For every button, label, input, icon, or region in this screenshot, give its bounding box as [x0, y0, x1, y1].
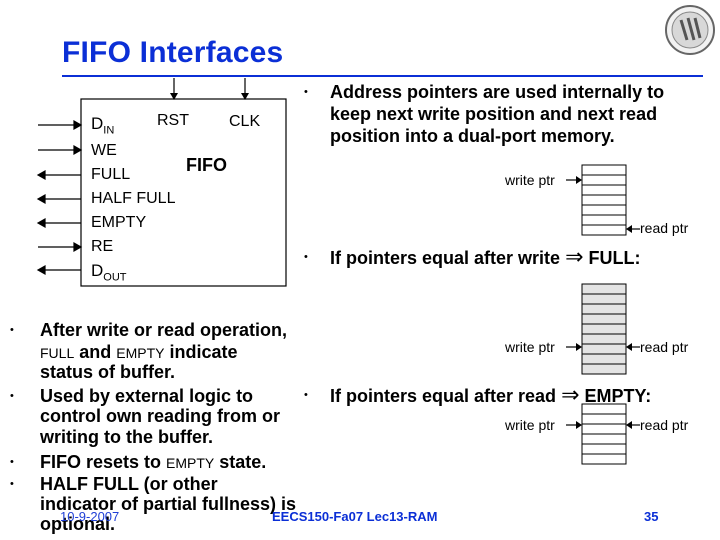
rst-label: RST — [157, 112, 189, 129]
left-bullet-2-line-1: Used by external logic to — [40, 386, 254, 406]
fifo-box — [80, 98, 287, 287]
bullet-dot-icon: • — [304, 389, 308, 401]
write-ptr-label-2: write ptr — [505, 339, 555, 355]
dout-label: DOUT — [91, 261, 127, 283]
bullet-dot-icon: • — [10, 478, 14, 490]
left-bullet-4-line-3: optional. — [40, 514, 115, 534]
left-bullet-1-line-3: status of buffer. — [40, 362, 176, 382]
din-sub: IN — [103, 124, 115, 137]
buffer-diagram-1 — [566, 164, 640, 236]
bullet-dot-icon: • — [304, 86, 308, 98]
implies-arrow-icon: ⇒ — [561, 382, 580, 407]
reset-empty: EMPTY — [166, 455, 215, 471]
address-bullet-line-3: position into a dual-port memory. — [330, 126, 615, 146]
page-title: FIFO Interfaces — [62, 36, 284, 69]
reset-post: state. — [214, 452, 267, 472]
buffer-diagram-2 — [566, 283, 640, 375]
dout-main: D — [91, 261, 104, 280]
empty-inline: EMPTY — [116, 345, 165, 361]
empty-case-text: If pointers equal after read — [330, 386, 557, 406]
address-bullet-line-2: keep next write position and next read — [330, 104, 658, 124]
left-bullet-1-line-1: After write or read operation, — [40, 320, 288, 340]
write-ptr-label-1: write ptr — [505, 172, 555, 188]
left-bullet-3: FIFO resets to EMPTY state. — [40, 452, 266, 473]
reset-pre: FIFO resets to — [40, 452, 167, 472]
read-ptr-label-3: read ptr — [640, 417, 689, 433]
full-label: FULL — [91, 166, 131, 183]
bullet-dot-icon: • — [10, 324, 14, 336]
full-case-bullet: If pointers equal after write ⇒ FULL: — [330, 244, 641, 269]
we-label: WE — [91, 142, 117, 159]
bullet-dot-icon: • — [304, 251, 308, 263]
empty-word: EMPTY: — [584, 386, 652, 406]
fifo-name: FIFO — [186, 155, 227, 175]
write-ptr-label-3: write ptr — [505, 417, 555, 433]
left-bullet-4-line-2: indicator of partial fullness) is — [40, 494, 297, 514]
read-ptr-label-1: read ptr — [640, 220, 689, 236]
clk-label: CLK — [229, 113, 261, 130]
left-bullet-4-line-1: HALF FULL (or other — [40, 474, 218, 494]
din-label: DIN — [91, 114, 114, 136]
left-bullet-2-line-3: writing to the buffer. — [40, 427, 213, 447]
bullet-dot-icon: • — [10, 456, 14, 468]
footer-course: EECS150-Fa07 Lec13-RAM — [272, 509, 438, 524]
half-full-label: HALF FULL — [91, 190, 176, 207]
full-word: FULL: — [588, 248, 641, 268]
logo-seal-icon — [665, 5, 715, 55]
re-label: RE — [91, 238, 114, 255]
implies-arrow-icon: ⇒ — [565, 244, 584, 269]
bullet-dot-icon: • — [10, 390, 14, 402]
buffer-diagram-3 — [566, 403, 640, 465]
indicate-inline: indicate — [164, 342, 238, 362]
din-main: D — [91, 114, 104, 133]
read-ptr-label-2: read ptr — [640, 339, 689, 355]
footer-page-number: 35 — [644, 509, 659, 524]
and-inline: and — [74, 342, 117, 362]
full-case-text: If pointers equal after write — [330, 248, 561, 268]
left-bullet-1-line-2: FULL and EMPTY indicate — [40, 342, 238, 363]
empty-case-bullet: If pointers equal after read ⇒ EMPTY: — [330, 382, 652, 407]
dout-sub: OUT — [103, 271, 127, 284]
footer-date: 10-9-2007 — [60, 509, 120, 524]
empty-label: EMPTY — [91, 214, 147, 231]
full-inline: FULL — [40, 345, 75, 361]
left-bullet-2-line-2: control own reading from or — [40, 406, 281, 426]
address-bullet-line-1: Address pointers are used internally to — [330, 82, 665, 102]
